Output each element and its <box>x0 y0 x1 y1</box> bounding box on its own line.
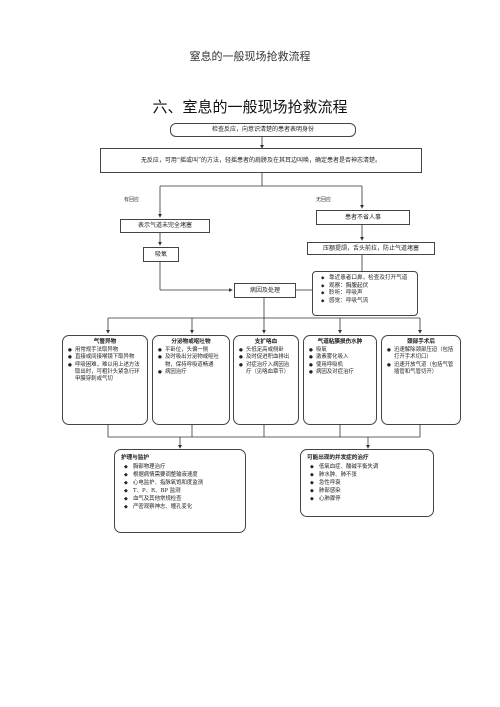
panel-foreign-body: 气管异物 用常规手法取异物 直接或间接喉镜下取异物 呼吸困难，难以用上述方法取出… <box>62 335 148 425</box>
complication-item: 低氧血症、酸碱平衡失调 <box>310 463 427 471</box>
panel-item: 直接或间接喉镜下取异物 <box>68 354 143 361</box>
panel-item: 病因治疗 <box>158 369 225 376</box>
panel-title: 支扩咯血 <box>254 339 278 345</box>
assess-item: 观察：胸腹起伏 <box>321 283 413 291</box>
airway-assessment-box: 靠近患者口鼻，检查及打开气道 观察：胸腹起伏 聆听：呼吸声 感觉：呼吸气流 <box>312 271 418 316</box>
section-heading: 六、室息的一般现场抢救流程 <box>152 98 348 116</box>
assess-item: 聆听：呼吸声 <box>321 290 413 298</box>
airway-not-fully-blocked: 表示气道未完全堵塞 <box>120 219 210 233</box>
complications-panel: 可能出现的并发症的治疗 低氧血症、酸碱平衡失调 肺水肿、肺不张 急性呼衰 肺部感… <box>300 449 434 517</box>
assess-item: 感觉：呼吸气流 <box>321 298 413 306</box>
step-check-response: 检查反应，向意识清楚的患者表明身份 <box>170 123 356 137</box>
panel-item: 对症治疗入病因治疗（见咯血章节） <box>239 362 294 376</box>
care-item: 血气及其他常规检查 <box>124 495 239 503</box>
panel-hemoptysis: 支扩咯血 头低足高或侧卧 及时促进积血排出 对症治疗入病因治疗（见咯血章节） <box>233 335 299 425</box>
complication-item: 肺水肿、肺不张 <box>310 471 427 479</box>
panel-secretions-vomit: 分泌物或呕吐物 平卧位，头偏一侧 及时吸出分泌物或呕吐物，保持呼吸道畅通 病因治… <box>152 335 230 425</box>
document-title: 窒息的一般现场抢救流程 <box>189 50 311 63</box>
cause-and-treatment: 病因及处理 <box>234 283 296 298</box>
complication-item: 肺部感染 <box>310 487 427 495</box>
complications-title: 可能出现的并发症的治疗 <box>307 455 369 461</box>
care-item: T、P、R、BP 监测 <box>124 487 239 495</box>
panel-item: 呼吸困难，难以用上述方法取出时，可粗针头紧急行环甲膜穿刺或气切 <box>68 362 143 384</box>
panel-title: 分泌物或呕吐物 <box>171 339 211 345</box>
panel-title: 气道粘膜损伤水肿 <box>317 339 363 345</box>
panel-item: 迅速解除颈部压迫（包括打开手术切口） <box>387 347 456 361</box>
panel-mucosal-edema: 气道粘膜损伤水肿 吸氧 激素雾化吸入 使用呼吸机 病因及对症治疗 <box>303 335 377 425</box>
panel-item: 平卧位，头偏一侧 <box>158 347 225 354</box>
complication-item: 急性呼衰 <box>310 479 427 487</box>
panel-item: 激素雾化吸入 <box>309 354 372 361</box>
panel-item: 吸氧 <box>309 347 372 354</box>
panel-title: 颈部手术后 <box>407 339 435 345</box>
patient-unconscious: 患者不省人事 <box>316 210 410 225</box>
panel-item: 头低足高或侧卧 <box>239 347 294 354</box>
oxygen-box: 吸氧 <box>143 247 179 262</box>
care-item: 根据病情需要调整输液速度 <box>124 471 239 479</box>
panel-item: 用常规手法取异物 <box>68 347 143 354</box>
panel-title: 气管异物 <box>93 339 117 345</box>
care-item: 严密观察神志、瞳孔变化 <box>124 503 239 511</box>
panel-item: 病因及对症治疗 <box>309 369 372 376</box>
panel-post-neck-surgery: 颈部手术后 迅速解除颈部压迫（包括打开手术切口） 迅速开放气道（包括气管插管和气… <box>381 335 461 425</box>
head-tilt-chin-lift: 压额提颌，舌头前拉，防止气道堵塞 <box>307 242 435 255</box>
assess-item: 靠近患者口鼻，检查及打开气道 <box>321 275 413 283</box>
step-shake-and-call: 无反应，可用“摇或叫”的方法，轻摇患者的肩膀及在其耳边叫唤，确定患者是否神志清楚… <box>100 148 422 173</box>
panel-item: 及时吸出分泌物或呕吐物，保持呼吸道畅通 <box>158 354 225 368</box>
panel-item: 及时促进积血排出 <box>239 354 294 361</box>
complication-item: 心肺骤停 <box>310 495 427 503</box>
panel-item: 迅速开放气道（包括气管插管和气管切开） <box>387 362 456 376</box>
care-title: 护理与监护 <box>121 455 149 461</box>
care-item: 胸部物理治疗 <box>124 463 239 471</box>
care-item: 心电监护、指脉氧饱和度监测 <box>124 479 239 487</box>
branch-label-yes: 有回应 <box>124 197 140 203</box>
panel-item: 使用呼吸机 <box>309 362 372 369</box>
care-and-monitoring-panel: 护理与监护 胸部物理治疗 根据病情需要调整输液速度 心电监护、指脉氧饱和度监测 … <box>114 449 246 533</box>
branch-label-no: 无回应 <box>316 197 332 203</box>
